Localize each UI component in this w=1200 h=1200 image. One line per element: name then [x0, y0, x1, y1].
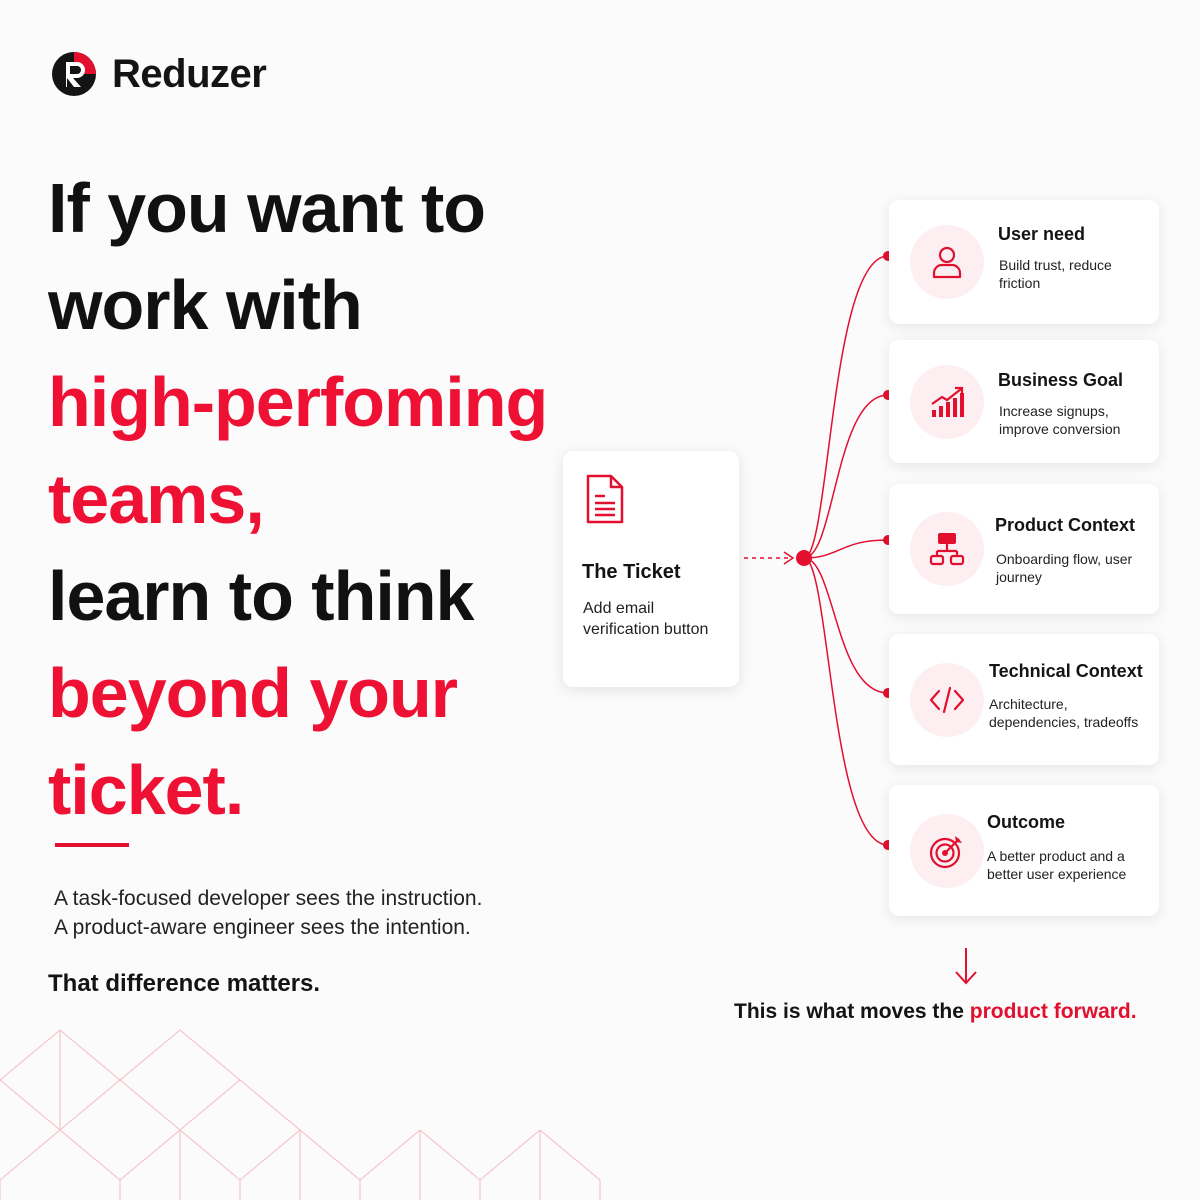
- footer-tagline: This is what moves the product forward.: [734, 1000, 1137, 1024]
- headline-line-accent: high-perfoming: [48, 363, 548, 441]
- headline: If you want to work with high-perfoming …: [48, 160, 608, 839]
- card-icon-circle: [910, 662, 984, 737]
- target-icon: [929, 835, 962, 868]
- card-title: Business Goal: [998, 370, 1124, 390]
- card-icon-circle: [910, 813, 984, 888]
- card-description: Build trust, reduce friction: [999, 257, 1112, 291]
- card-title: User need: [998, 224, 1086, 244]
- card-description: Onboarding flow, user journey: [996, 551, 1133, 585]
- ticket-description: Add email verification button: [583, 600, 709, 638]
- card-description: Architecture, dependencies, tradeoffs: [989, 696, 1139, 730]
- user-icon: [932, 246, 962, 279]
- card-description: Increase signups, improve conversion: [999, 403, 1121, 437]
- headline-line: If you want to: [48, 169, 486, 247]
- down-arrow-icon: [955, 948, 977, 985]
- emphasis-text: That difference matters.: [48, 970, 321, 997]
- card-icon-circle: [910, 364, 984, 439]
- card-product-context: Product Context Onboarding flow, user jo…: [889, 484, 1159, 614]
- card-title: Product Context: [995, 515, 1136, 535]
- subtext-line-2: A product-aware engineer sees the intent…: [54, 916, 471, 939]
- card-technical-context: Technical Context Architecture, dependen…: [889, 634, 1159, 765]
- card-icon-circle: [910, 225, 984, 299]
- reduzer-logo-icon: [52, 52, 96, 96]
- subtext-line-1: A task-focused developer sees the instru…: [54, 887, 483, 910]
- ticket-title: The Ticket: [582, 561, 681, 583]
- card-business-goal: Business Goal Increase signups, improve …: [889, 340, 1159, 463]
- code-icon: [929, 686, 965, 713]
- document-icon: [586, 474, 624, 524]
- brand-name: Reduzer: [112, 51, 267, 96]
- ticket-card: The Ticket Add email verification button: [563, 451, 739, 687]
- headline-line-accent: ticket.: [48, 751, 244, 829]
- headline-line: work with: [48, 266, 363, 344]
- headline-line-accent: beyond your: [48, 654, 458, 732]
- card-description: A better product and a better user exper…: [987, 848, 1127, 882]
- footer-text: This is what moves the: [734, 1000, 964, 1023]
- footer-highlight: product forward.: [969, 1000, 1137, 1023]
- headline-line-accent: teams,: [48, 460, 265, 538]
- card-title: Technical Context: [989, 661, 1143, 681]
- card-title: Outcome: [987, 812, 1066, 832]
- card-outcome: Outcome A better product and a better us…: [889, 785, 1159, 916]
- brand-logo: Reduzer: [50, 50, 267, 98]
- flowchart-icon: [929, 533, 965, 566]
- subtext: A task-focused developer sees the instru…: [54, 884, 482, 942]
- triangle-pattern-decoration: [0, 1029, 601, 1200]
- card-user-need: User need Build trust, reduce friction: [889, 200, 1159, 324]
- headline-line: learn to think: [48, 557, 474, 635]
- card-icon-circle: [910, 512, 984, 586]
- accent-divider: [55, 843, 129, 847]
- growth-chart-icon: [931, 386, 964, 417]
